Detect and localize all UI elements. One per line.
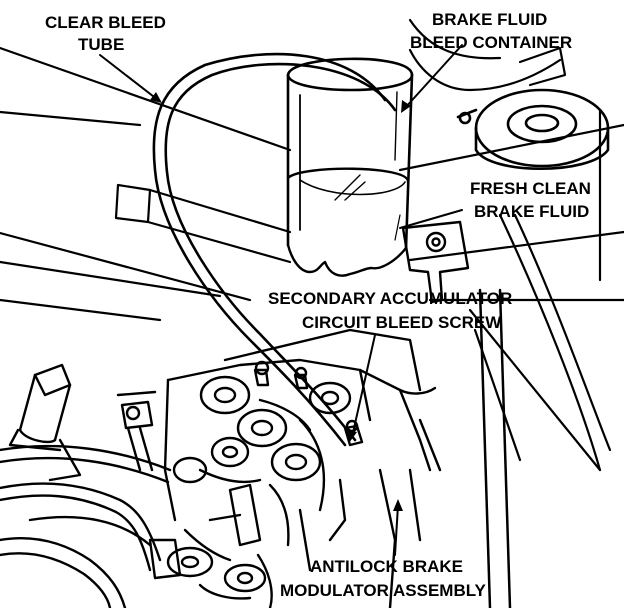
label-fresh-fluid: FRESH CLEAN BRAKE FLUID [470, 179, 591, 221]
leader-arrowheads [150, 92, 411, 511]
label-bleed-screw: SECONDARY ACCUMULATOR CIRCUIT BLEED SCRE… [268, 289, 512, 332]
label-modulator-line1: ANTILOCK BRAKE [310, 557, 463, 576]
mounting-bracket [401, 220, 470, 304]
label-modulator: ANTILOCK BRAKE MODULATOR ASSEMBLY [280, 557, 487, 600]
label-bleed-screw-line1: SECONDARY ACCUMULATOR [268, 289, 512, 308]
support-post [478, 288, 512, 608]
cylinder-part [8, 363, 72, 452]
label-clear-bleed-tube-line2: TUBE [78, 35, 124, 54]
label-clear-bleed-tube-line1: CLEAR BLEED [45, 13, 166, 32]
upper-hose [408, 18, 567, 92]
label-bleed-screw-line2: CIRCUIT BLEED SCREW [302, 313, 502, 332]
label-fresh-fluid-line1: FRESH CLEAN [470, 179, 591, 198]
brake-line-fitting [116, 390, 157, 472]
brake-lines [0, 438, 172, 608]
label-clear-bleed-tube: CLEAR BLEED TUBE [45, 13, 166, 54]
reservoir-cap [456, 88, 610, 170]
leader-lines [99, 44, 463, 556]
bleed-container [286, 57, 414, 277]
background-structure [0, 46, 624, 472]
label-bleed-container: BRAKE FLUID BLEED CONTAINER [410, 10, 572, 52]
clear-bleed-tube [152, 52, 397, 447]
label-modulator-line2: MODULATOR ASSEMBLY [280, 581, 487, 600]
label-bleed-container-line1: BRAKE FLUID [432, 10, 547, 29]
label-fresh-fluid-line2: BRAKE FLUID [474, 202, 589, 221]
label-bleed-container-line2: BLEED CONTAINER [410, 33, 572, 52]
modulator-assembly [148, 328, 442, 608]
